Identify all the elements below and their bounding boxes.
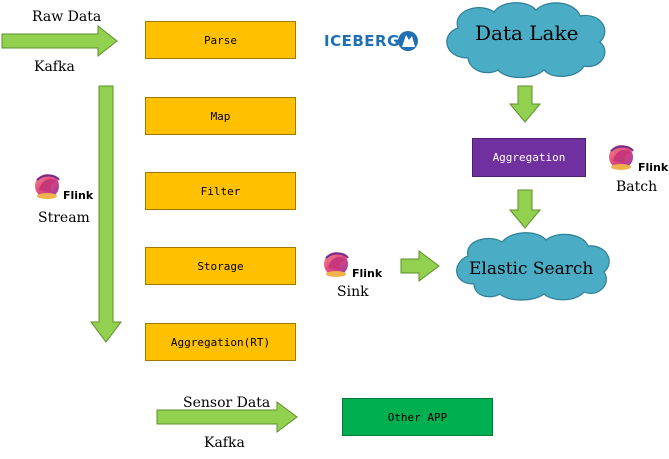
raw-data-arrow xyxy=(1,24,118,58)
batch-label: Batch xyxy=(616,179,658,195)
other-app-label: Other APP xyxy=(387,410,448,424)
sink-to-elastic-arrow xyxy=(400,250,440,282)
other-app-box: Other APP xyxy=(342,398,493,436)
stream-arrow xyxy=(90,85,122,343)
map-step: Map xyxy=(145,97,296,135)
flink-squirrel-icon-stream xyxy=(35,174,60,199)
storage-step-label: Storage xyxy=(197,259,244,273)
raw-data-source-label: Kafka xyxy=(34,59,75,75)
batch-aggregation-label: Aggregation xyxy=(492,151,566,164)
iceberg-logo-icon xyxy=(398,31,418,51)
parse-step: Parse xyxy=(145,21,296,59)
filter-step-label: Filter xyxy=(200,184,241,198)
aggregation-to-elastic-arrow xyxy=(508,189,542,229)
stream-label: Stream xyxy=(38,210,90,226)
flink-wordmark-batch: Flink xyxy=(638,161,669,174)
aggregation-rt-step: Aggregation(RT) xyxy=(145,323,296,361)
sensor-data-arrow xyxy=(156,401,298,433)
elastic-search-label: Elastic Search xyxy=(469,259,594,279)
data-lake-cloud xyxy=(446,2,606,79)
flink-squirrel-icon-batch xyxy=(609,145,634,170)
lake-to-aggregation-arrow xyxy=(508,85,542,123)
storage-step: Storage xyxy=(145,247,296,285)
raw-data-label: Raw Data xyxy=(32,9,102,25)
sensor-data-source-label: Kafka xyxy=(204,435,245,451)
sink-label: Sink xyxy=(337,284,369,300)
iceberg-wordmark: ICEBERG xyxy=(324,32,400,50)
flink-wordmark-sink: Flink xyxy=(352,267,383,280)
flink-wordmark-stream: Flink xyxy=(63,189,94,202)
data-lake-label: Data Lake xyxy=(475,21,579,45)
batch-aggregation-step: Aggregation xyxy=(472,138,586,177)
flink-squirrel-icon-sink xyxy=(324,252,349,277)
elastic-search-cloud xyxy=(456,232,610,301)
aggregation-rt-step-label: Aggregation(RT) xyxy=(170,335,271,349)
parse-step-label: Parse xyxy=(203,33,238,47)
filter-step: Filter xyxy=(145,172,296,210)
map-step-label: Map xyxy=(210,109,231,123)
sensor-data-label: Sensor Data xyxy=(183,395,271,411)
